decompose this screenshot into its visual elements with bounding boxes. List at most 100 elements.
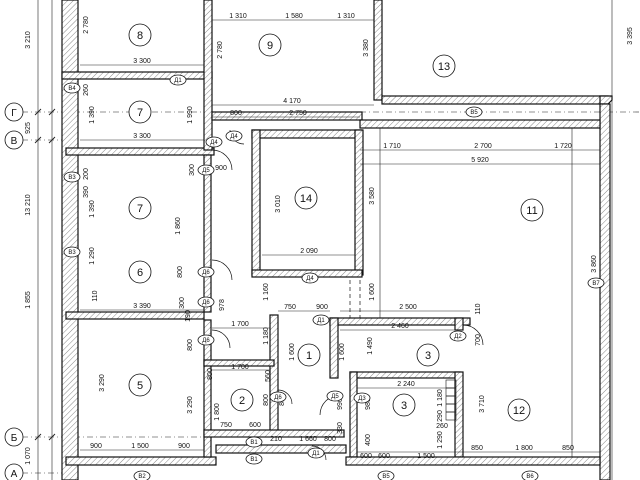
dimension-label: 1 390 [89, 106, 96, 124]
room-labels: 8 9 13 7 7 14 11 6 1 3 5 2 3 12 [137, 30, 538, 417]
dimension-label: 600 [249, 422, 261, 429]
dimension-label: 800 [324, 436, 336, 443]
dimension-label: 800 [207, 368, 214, 380]
dimension-label: 900 [316, 304, 328, 311]
dimension-label: 290 [437, 410, 444, 422]
axis-label: Г [11, 108, 17, 119]
dimension-label: 3 860 [591, 255, 598, 273]
door-tag: Д6 [202, 270, 210, 276]
dimension-label: 978 [219, 299, 226, 311]
window-tag: В3 [68, 175, 76, 181]
door-tag: Д1 [312, 451, 320, 457]
dimension-label: 390 [83, 186, 90, 198]
dimension-label: 3 390 [133, 303, 151, 310]
room-label: 14 [300, 193, 312, 205]
axis-label: Б [11, 433, 18, 444]
dimension-label: 1 800 [515, 445, 533, 452]
dimension-label: 2 700 [474, 143, 492, 150]
door-tag: Д5 [331, 394, 339, 400]
dimension-label: 1 600 [369, 283, 376, 301]
door-tag: Д4 [306, 276, 314, 282]
dimension-label: 1 180 [263, 327, 270, 345]
room-label: 5 [137, 380, 143, 392]
dimension-label: 1 310 [229, 13, 247, 20]
window-tag: В1 [250, 440, 258, 446]
door-tags: Д1 Д4 Д4 Д5 Д6 Д6 Д1 Д4 Д2 Д6 Д6 Д5 Д3 Д… [169, 74, 467, 459]
dimension-label: 750 [220, 422, 232, 429]
dimension-label: 3 380 [363, 39, 370, 57]
dimension-label: 3 210 [25, 31, 32, 49]
dimension-label: 980 [365, 398, 372, 410]
room-label: 7 [137, 203, 143, 215]
dimension-label: 850 [471, 445, 483, 452]
door-tag: Д6 [202, 300, 210, 306]
dimension-label: 13 210 [25, 194, 32, 216]
room-label: 9 [267, 40, 273, 52]
dimension-label: 800 [187, 339, 194, 351]
axis-label: В [11, 136, 18, 147]
dimension-label: 2 780 [217, 41, 224, 59]
dimension-label: 4 170 [283, 98, 301, 105]
dimension-label: 560 [265, 370, 272, 382]
dimension-label: 300 [189, 164, 196, 176]
dimension-label: 200 [83, 168, 90, 180]
dimension-label: 850 [562, 445, 574, 452]
room-label: 12 [513, 405, 525, 417]
dimension-label: 1 580 [285, 13, 303, 20]
room-label: 3 [425, 350, 431, 362]
dimension-label: 1 660 [299, 436, 317, 443]
dimension-label: 260 [83, 84, 90, 96]
dimension-label: 1 180 [437, 389, 444, 407]
dimension-label: 400 [365, 434, 372, 446]
dimension-label: 2 090 [300, 248, 318, 255]
dimension-label: 110 [92, 290, 99, 301]
room-label: 2 [239, 395, 245, 407]
dimension-label: 5 920 [471, 157, 489, 164]
dimension-label: 210 [270, 436, 282, 443]
dimension-label: 1 860 [175, 217, 182, 235]
dimension-label: 600 [360, 453, 372, 460]
dimension-label: 1 490 [367, 337, 374, 355]
dimension-label: 1 600 [289, 343, 296, 361]
dimension-label: 800 [230, 110, 242, 117]
dimension-label: 2 240 [397, 381, 415, 388]
dimension-label: 1 700 [231, 364, 249, 371]
dimension-label: 1 310 [337, 13, 355, 20]
dimension-label: 2 500 [399, 304, 417, 311]
window-tag: В2 [138, 474, 146, 480]
dimension-label: 1 290 [437, 431, 444, 449]
door-tag: Д4 [230, 134, 238, 140]
dimension-label: 3 300 [133, 58, 151, 65]
dimension-label: 3 290 [187, 396, 194, 414]
room-label: 3 [401, 400, 407, 412]
door-tag: Д5 [202, 168, 210, 174]
dimension-label: 1 600 [339, 343, 346, 361]
dimension-label: 1 160 [263, 283, 270, 301]
door-tag: Д4 [210, 140, 218, 146]
window-tag: В4 [68, 86, 76, 92]
dimension-label: 300 [179, 297, 186, 309]
window-tag: В3 [68, 250, 76, 256]
dimension-label: 1 800 [214, 403, 221, 421]
axis-markers: Г В Б А [4, 102, 24, 480]
dimension-label: 2 460 [391, 323, 409, 330]
dimension-label: 110 [475, 303, 482, 314]
room-label: 1 [306, 350, 312, 362]
window-tag: В5 [382, 474, 390, 480]
dimension-label: 3 300 [133, 133, 151, 140]
dimension-label: 900 [90, 443, 102, 450]
axis-label: А [11, 469, 18, 480]
dimension-label: 3 710 [479, 395, 486, 413]
door-tag: Д3 [358, 396, 366, 402]
dimension-label: 260 [436, 423, 448, 430]
dimension-label: 330 [337, 422, 344, 434]
dimension-label: 1 070 [25, 447, 32, 465]
dimension-label: 1 500 [417, 453, 435, 460]
dimension-label: 3 010 [275, 195, 282, 213]
door-tag: Д1 [174, 78, 182, 84]
dimension-label: 1 390 [89, 200, 96, 218]
door-tag: Д1 [317, 318, 325, 324]
dimension-label: 600 [378, 453, 390, 460]
room-label: 7 [137, 107, 143, 119]
